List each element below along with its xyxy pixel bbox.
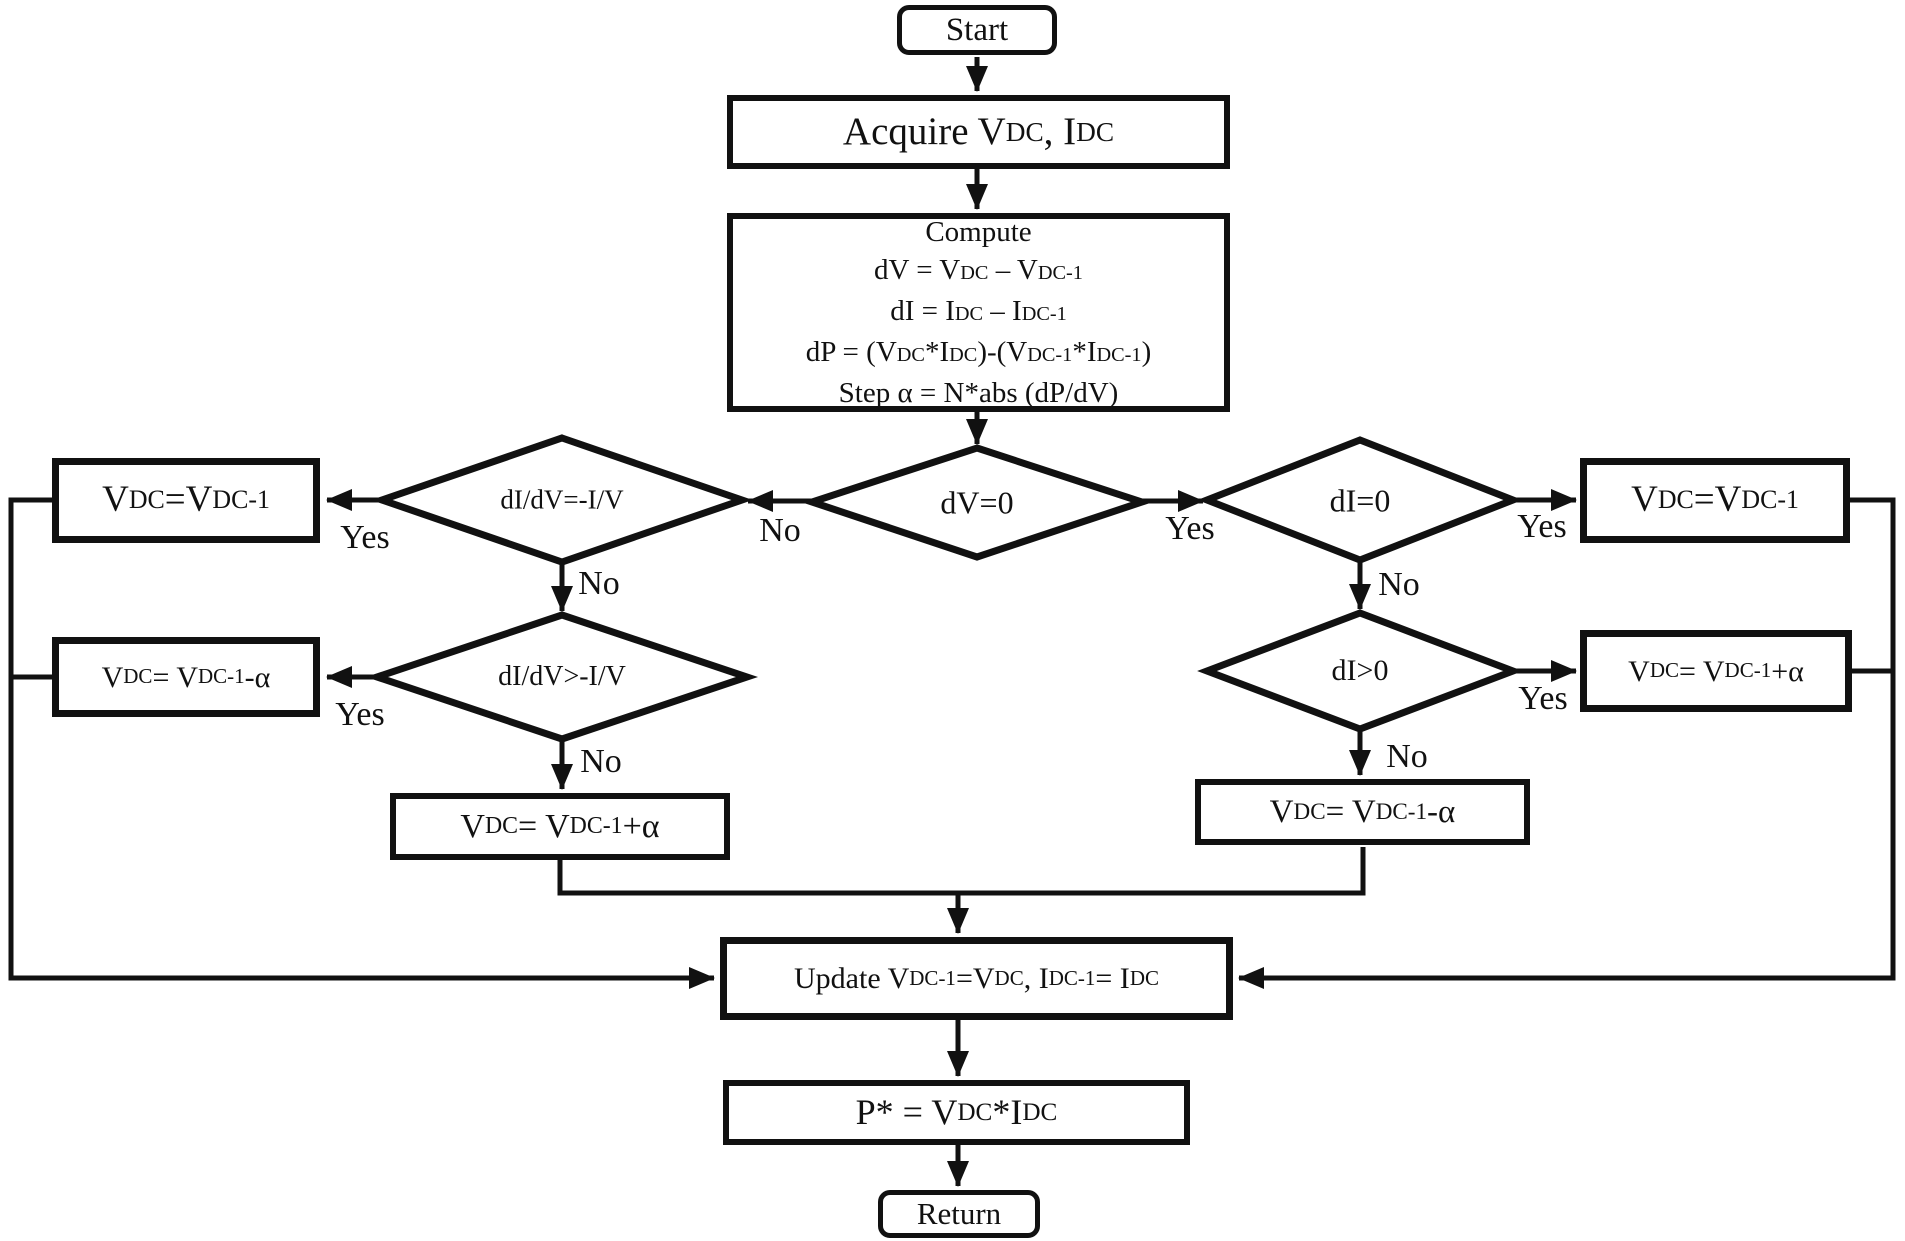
decision-di-zero-label: dI=0 [1329, 482, 1391, 519]
decision-didv-eq-label: dI/dV=-I/V [500, 484, 624, 515]
compute-line-2: dV = VDC – VDC-1 [874, 254, 1083, 286]
connector-merge-left [557, 860, 958, 896]
compute-line-4: dP = (VDC*IDC)-(VDC-1*IDC-1) [805, 336, 1152, 368]
decision-di-gt-diamond [1197, 609, 1523, 733]
label-didv-eq-yes: Yes [340, 519, 390, 556]
decision-didv-eq-diamond [371, 434, 753, 566]
compute-box: Compute dV = VDC – VDC-1 dI = IDC – IDC-… [727, 213, 1230, 412]
decision-didv-gt-diamond [365, 611, 759, 743]
label-didv-gt-no: No [580, 743, 622, 780]
label-di-zero-yes: Yes [1517, 508, 1567, 545]
connector-merge-right [958, 847, 1366, 896]
start-node: Start [897, 5, 1057, 55]
compute-line-3: dI = IDC – IDC-1 [890, 295, 1067, 327]
decision-dv-zero-diamond [800, 444, 1154, 561]
decision-di-gt-label: dI>0 [1331, 654, 1389, 687]
label-didv-eq-no: No [578, 565, 620, 602]
compute-line-1: Compute [925, 216, 1032, 248]
label-di-zero-no: No [1378, 566, 1420, 603]
connector-right-loop [1238, 497, 1896, 989]
label-dv-yes: Yes [1165, 510, 1215, 547]
label-didv-gt-yes: Yes [335, 696, 385, 733]
return-node: Return [878, 1190, 1040, 1238]
label-di-gt-no: No [1386, 738, 1428, 775]
label-dv-no: No [759, 512, 801, 549]
compute-line-5: Step α = N*abs (dP/dV) [838, 377, 1119, 409]
decision-dv-zero-label: dV=0 [940, 484, 1014, 521]
decision-didv-gt-label: dI/dV>-I/V [498, 661, 626, 692]
decision-di-zero-diamond [1197, 436, 1523, 564]
label-di-gt-yes: Yes [1518, 680, 1568, 717]
connector-left-loop [8, 497, 715, 989]
